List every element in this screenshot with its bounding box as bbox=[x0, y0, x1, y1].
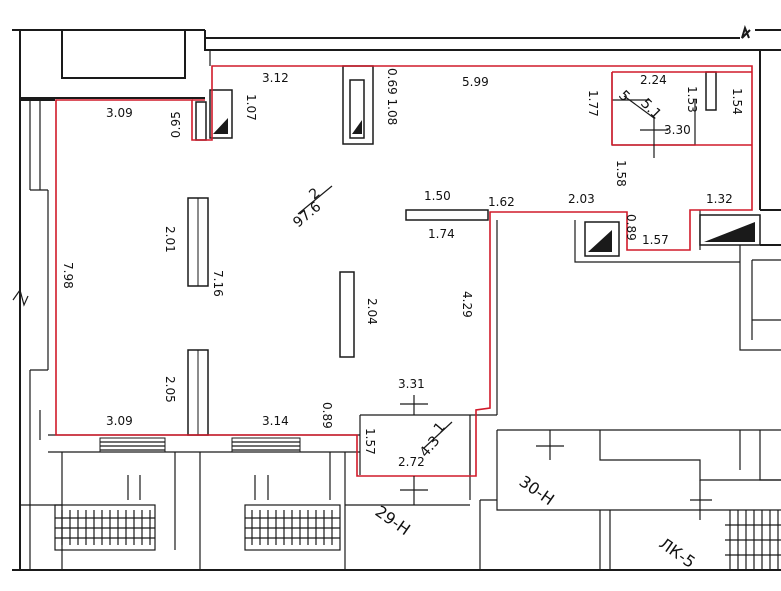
dim-1-58: 1.58 bbox=[614, 160, 628, 187]
small-room-walls bbox=[359, 72, 696, 475]
dim-1-53: 1.53 bbox=[685, 86, 699, 113]
dim-0-95: 0.95 bbox=[169, 111, 183, 138]
dim-2-24: 2.24 bbox=[640, 73, 667, 87]
dim-3-09-bottom: 3.09 bbox=[106, 414, 133, 428]
dim-1-54: 1.54 bbox=[730, 88, 744, 115]
dim-4-29: 4.29 bbox=[460, 291, 474, 318]
dim-3-12: 3.12 bbox=[262, 71, 289, 85]
dim-7-16: 7.16 bbox=[211, 270, 225, 297]
dim-1-62: 1.62 bbox=[488, 195, 515, 209]
dim-3-31: 3.31 bbox=[398, 377, 425, 391]
room-main-marker: 2 97.6 bbox=[290, 185, 333, 231]
dimension-labels: 3.12 5.99 3.09 0.95 1.07 0.69 1.08 2.24 … bbox=[61, 68, 744, 469]
dim-3-14: 3.14 bbox=[262, 414, 289, 428]
dim-1-77: 1.77 bbox=[586, 90, 600, 117]
dim-1-32: 1.32 bbox=[706, 192, 733, 206]
dim-2-72: 2.72 bbox=[398, 455, 425, 469]
dim-0-89-bottom: 0.89 bbox=[320, 402, 334, 429]
premises-boundary bbox=[55, 65, 753, 477]
staircase-right bbox=[244, 475, 341, 551]
room-small-marker: 5 5.1 bbox=[615, 88, 668, 158]
stairs-landing-bars bbox=[99, 437, 301, 453]
dim-3-09-top: 3.09 bbox=[106, 106, 133, 120]
unit-lk-5: ЛК-5 bbox=[656, 534, 699, 572]
dim-1-07: 1.07 bbox=[244, 94, 258, 121]
dim-1-50: 1.50 bbox=[424, 189, 451, 203]
dim-0-89-mid: 0.89 bbox=[624, 214, 638, 241]
staircase-left bbox=[54, 475, 156, 551]
exterior-walls bbox=[12, 24, 781, 571]
dim-2-05: 2.05 bbox=[163, 376, 177, 403]
dim-5-99: 5.99 bbox=[462, 75, 489, 89]
dim-2-03: 2.03 bbox=[568, 192, 595, 206]
dim-0-69-1-08: 0.69 1.08 bbox=[385, 68, 399, 125]
unit-29-h: 29-Н bbox=[372, 502, 414, 539]
room-main-area: 97.6 bbox=[290, 199, 324, 231]
dim-7-98: 7.98 bbox=[61, 262, 75, 289]
dim-2-04: 2.04 bbox=[365, 298, 379, 325]
staircase-far-right bbox=[725, 510, 781, 570]
unit-30-h: 30-Н bbox=[516, 472, 558, 509]
dim-3-30: 3.30 bbox=[664, 123, 691, 137]
columns bbox=[187, 65, 761, 436]
dim-1-57-bottom: 1.57 bbox=[363, 428, 377, 455]
dim-1-74: 1.74 bbox=[428, 227, 455, 241]
dim-2-01: 2.01 bbox=[163, 226, 177, 253]
dim-1-57-mid: 1.57 bbox=[642, 233, 669, 247]
room-bottom-marker: 1 4.3 bbox=[400, 395, 453, 505]
